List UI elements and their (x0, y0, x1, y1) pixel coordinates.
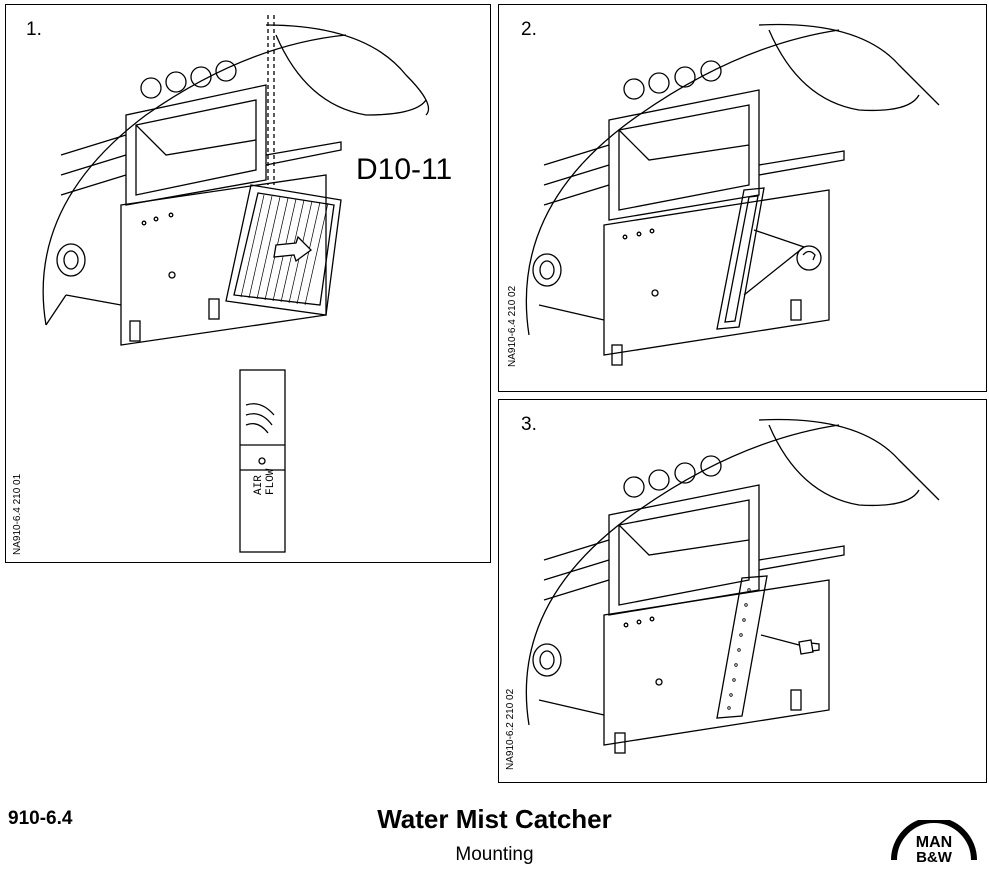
man-bw-logo: MAN B&W (891, 820, 977, 864)
step-number: 1. (26, 19, 42, 40)
airflow-line2: FLOW (265, 468, 277, 495)
document-subtitle: Mounting (455, 844, 534, 865)
panel-step-1: 1. D10-11 AIR FLOW NA910-6.4 210 01 (5, 4, 491, 563)
step-number: 2. (521, 19, 537, 40)
logo-line1: MAN (916, 834, 952, 851)
drawing-code: NA910-6.2 210 02 (505, 688, 516, 770)
part-callout: D10-11 (356, 153, 453, 186)
document-number: 910-6.4 (8, 808, 73, 829)
panel-step-3: 3. NA910-6.2 210 02 (498, 399, 987, 783)
airflow-line1: AIR (253, 475, 265, 495)
illustration-step-1 (42, 15, 430, 553)
step-number: 3. (521, 414, 537, 435)
document-title: Water Mist Catcher (377, 804, 612, 834)
drawing-code: NA910-6.4 210 01 (12, 473, 23, 555)
panel-step-2: 2. NA910-6.4 210 02 (498, 4, 987, 392)
logo-line2: B&W (916, 849, 953, 864)
airflow-label: AIR FLOW (253, 469, 277, 495)
illustration-step-2 (525, 23, 940, 366)
illustration-step-3 (525, 418, 940, 754)
drawing-code: NA910-6.4 210 02 (507, 285, 518, 367)
